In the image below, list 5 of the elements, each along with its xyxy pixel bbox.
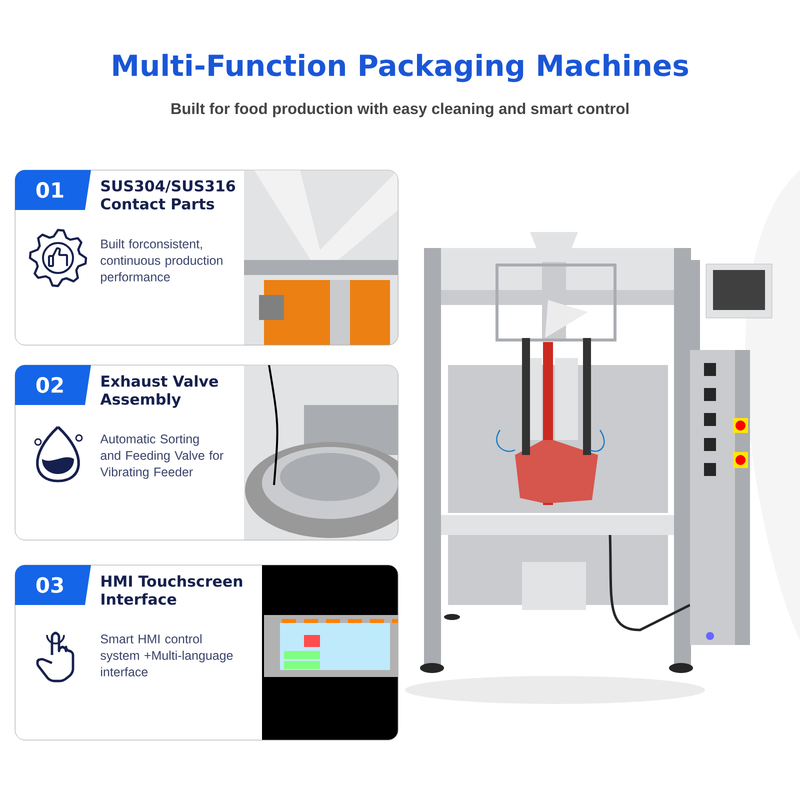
- subtitle: Built for food production with easy cleaning and smart control: [172, 102, 628, 118]
- number-badge: 03: [15, 565, 91, 605]
- title: Multi-Function Packaging Machines: [113, 54, 688, 82]
- number-badge: 01: [15, 170, 91, 210]
- number-badge: 02: [15, 365, 91, 405]
